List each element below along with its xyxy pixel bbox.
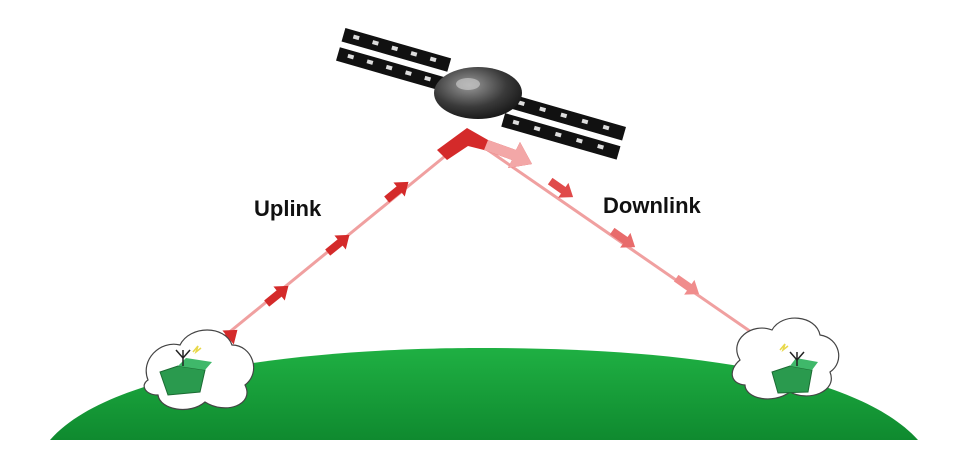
ground-station-icon — [143, 329, 255, 410]
uplink-label: Uplink — [254, 196, 322, 221]
earth-ground — [50, 348, 918, 440]
satellite-icon — [336, 28, 626, 160]
ground-station-icon — [731, 317, 840, 400]
downlink-label: Downlink — [603, 193, 701, 218]
